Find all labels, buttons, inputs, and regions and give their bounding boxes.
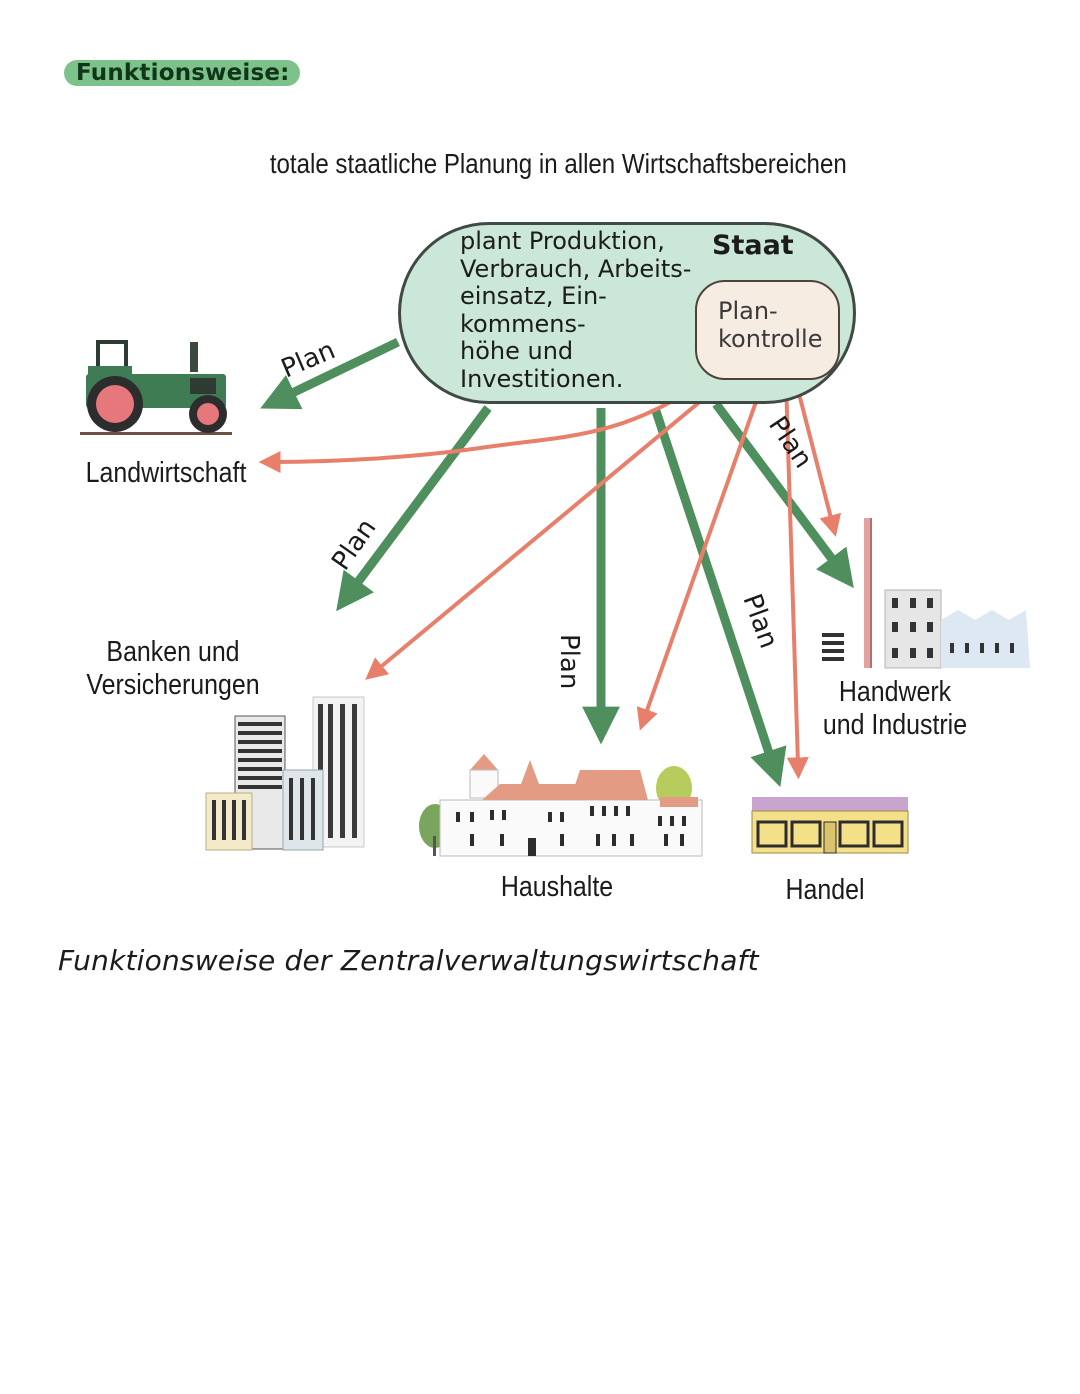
plankontrolle-line: Plan- [718,297,778,325]
staat-description-line: kommens- [460,309,586,338]
store-icon [751,797,909,854]
sector-label-landwirtschaft: Landwirtschaft [85,457,247,489]
control-arrow-handel [784,381,809,780]
sector-label-line: Handwerk [838,676,952,708]
section-heading: Funktionsweise: [64,60,300,86]
sector-label-banken: Banken und Versicherungen [76,636,270,702]
plankontrolle-line: kontrolle [718,325,823,353]
staat-label: Staat [712,230,794,261]
control-arrow-landwirtschaft [258,378,708,473]
factory-icon [822,518,1030,669]
sector-label-handwerk: Handwerk und Industrie [813,676,976,742]
staat-description-line: Verbrauch, Arbeits- [460,254,692,283]
plankontrolle-box [695,280,840,380]
sector-label-handel: Handel [785,874,865,906]
staat-description: plant Produktion, Verbrauch, Arbeits- ei… [460,227,710,394]
plan-label-handel: Plan [736,590,783,652]
sector-label-haushalte: Haushalte [500,871,614,903]
plan-label-haushalte: Plan [554,634,584,689]
staat-description-line: einsatz, Ein- [460,282,607,311]
tractor-icon [80,340,232,435]
diagram-title: totale staatliche Planung in allen Wirts… [269,148,847,179]
control-arrow-haushalte [636,381,765,731]
plan-arrow-handel [650,406,787,788]
staat-description-line: plant Produktion, [460,227,665,255]
staat-description-line: Investitionen. [460,364,624,393]
houses-icon [419,754,703,857]
sector-label-line: Versicherungen [86,669,260,701]
plan-arrow-handwerk [712,401,854,589]
plankontrolle-label: Plan- kontrolle [718,297,822,353]
plan-arrow-banken [336,405,492,612]
control-arrow-handwerk [794,381,842,537]
staat-description-line: höhe und [460,337,574,366]
control-arrow-banken [365,378,728,680]
bank-buildings-icon [205,696,365,851]
figure-caption: Funktionsweise der Zentralverwaltungswir… [58,944,759,977]
sector-label-line: Banken und [106,636,240,668]
plan-arrow-landwirtschaft [260,337,400,410]
sector-label-line: und Industrie [822,709,968,741]
